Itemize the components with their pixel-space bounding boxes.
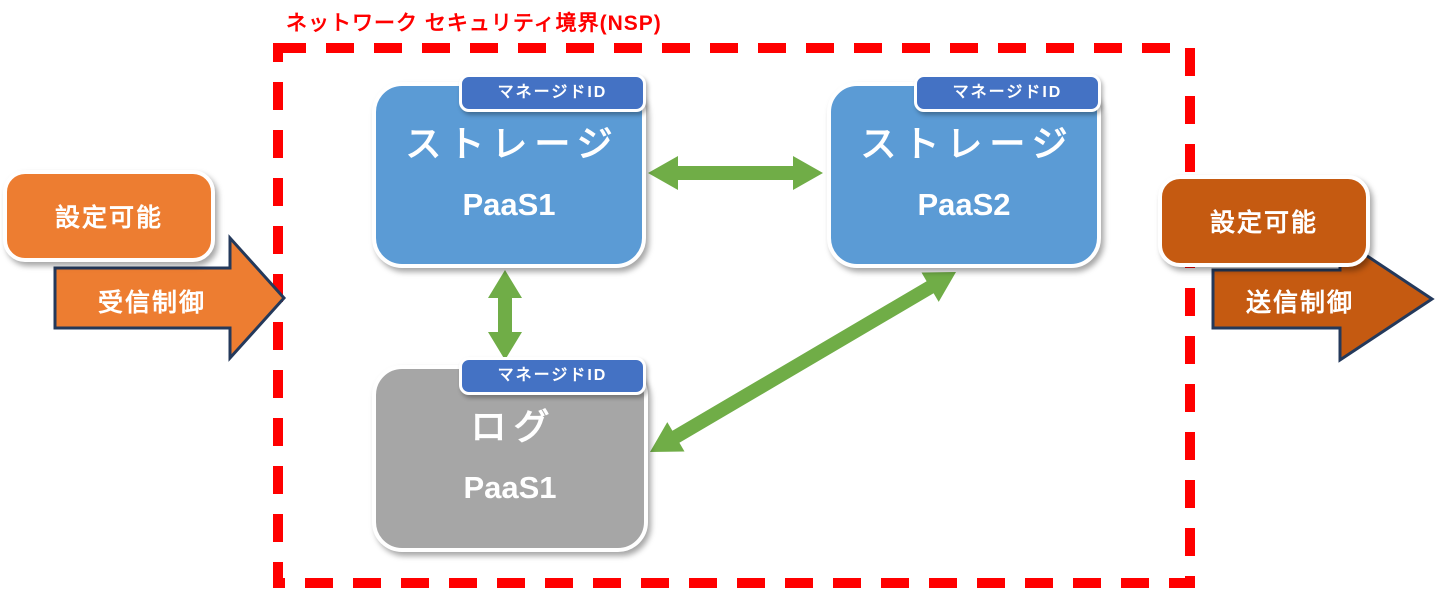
connector-paas2-log-icon [650,272,956,452]
managed-id-badge-log: マネージドID [459,357,646,395]
inbound-config-box: 設定可能 [3,170,215,262]
node-storage-paas1: ストレージ PaaS1 [372,82,646,268]
node-log-paas1-label: ログ [470,406,557,447]
node-storage-paas2-label: ストレージ [860,123,1075,164]
outbound-arrow-label: 送信制御 [1245,289,1354,317]
connector-paas1-paas2-icon [648,156,823,190]
managed-id-badge-paas2: マネージドID [914,74,1101,112]
security-perimeter-border [273,43,1195,588]
perimeter-title: ネットワーク セキュリティ境界(NSP) [286,12,662,35]
outbound-config-label: 設定可能 [1209,209,1318,237]
inbound-arrow-label: 受信制御 [97,289,206,317]
node-storage-paas1-label: ストレージ [405,123,620,164]
inbound-arrow-shape [53,234,287,362]
node-log-paas1: ログ PaaS1 [372,365,648,552]
managed-id-badge-paas1: マネージドID [459,74,646,112]
connector-paas1-log-icon [488,270,522,360]
node-storage-paas2-sublabel: PaaS2 [917,187,1011,222]
node-log-paas1-sublabel: PaaS1 [463,470,557,505]
outbound-config-box: 設定可能 [1158,175,1370,267]
node-storage-paas1-sublabel: PaaS1 [462,187,556,222]
inbound-config-label: 設定可能 [54,204,163,232]
